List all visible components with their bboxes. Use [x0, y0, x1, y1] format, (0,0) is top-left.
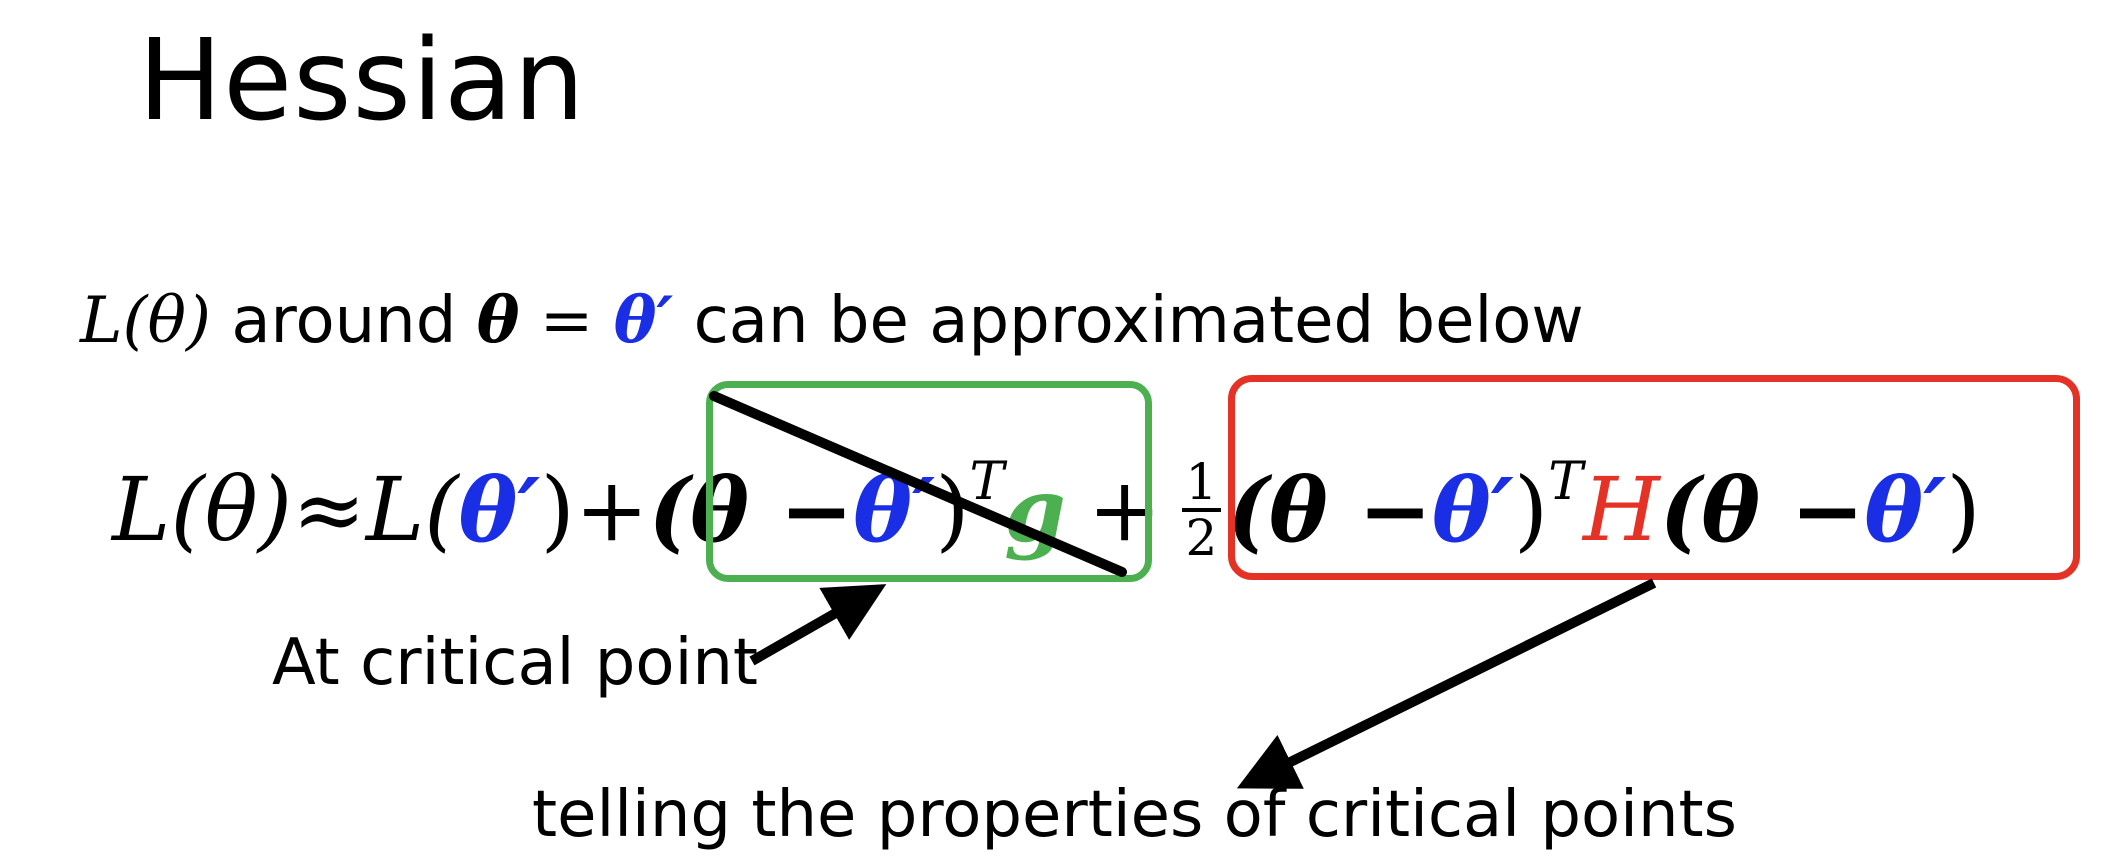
critical-point-label: At critical point [272, 626, 758, 700]
critical-point-arrow [749, 584, 887, 666]
eq-approx: ≈ [292, 458, 366, 562]
eq-plus-1: + [574, 458, 649, 562]
hessian-term-highlight-box [1228, 375, 2080, 580]
eq-hessian-theta-prime-2: θ′ [1864, 458, 1947, 563]
intro-theta-prime: θ′ [613, 283, 674, 358]
eq-hessian-close-2: ) [1946, 458, 1981, 562]
eq-half-numerator: 1 [1181, 456, 1222, 513]
intro-around-text: around [210, 284, 477, 358]
gradient-term-highlight-box [706, 381, 1152, 582]
properties-label: telling the properties of critical point… [532, 778, 1737, 852]
eq-hessian-H: H [1582, 458, 1660, 562]
properties-arrow [1236, 578, 1657, 789]
eq-hessian-close-1: ) [1513, 458, 1549, 562]
eq-L-open: L( [365, 458, 459, 562]
intro-loss: L(θ) [80, 284, 211, 358]
eq-hessian-theta-prime-1: θ′ [1432, 458, 1514, 563]
intro-line: L(θ) around θ = θ′ can be approximated b… [80, 276, 1584, 366]
eq-transpose-2: T [1548, 452, 1583, 512]
intro-rest-text: can be approximated below [673, 284, 1584, 358]
intro-equals: = [519, 284, 614, 358]
slide-title: Hessian [138, 16, 586, 146]
eq-hessian-open-2: (θ − [1659, 458, 1865, 563]
eq-lhs: L(θ) [112, 458, 293, 562]
eq-theta-prime: θ′ [458, 458, 541, 563]
eq-L-close: ) [540, 458, 575, 562]
eq-half-denominator: 2 [1185, 509, 1218, 568]
intro-theta: θ [476, 283, 520, 358]
eq-hessian-open-1: (θ − [1227, 458, 1433, 563]
